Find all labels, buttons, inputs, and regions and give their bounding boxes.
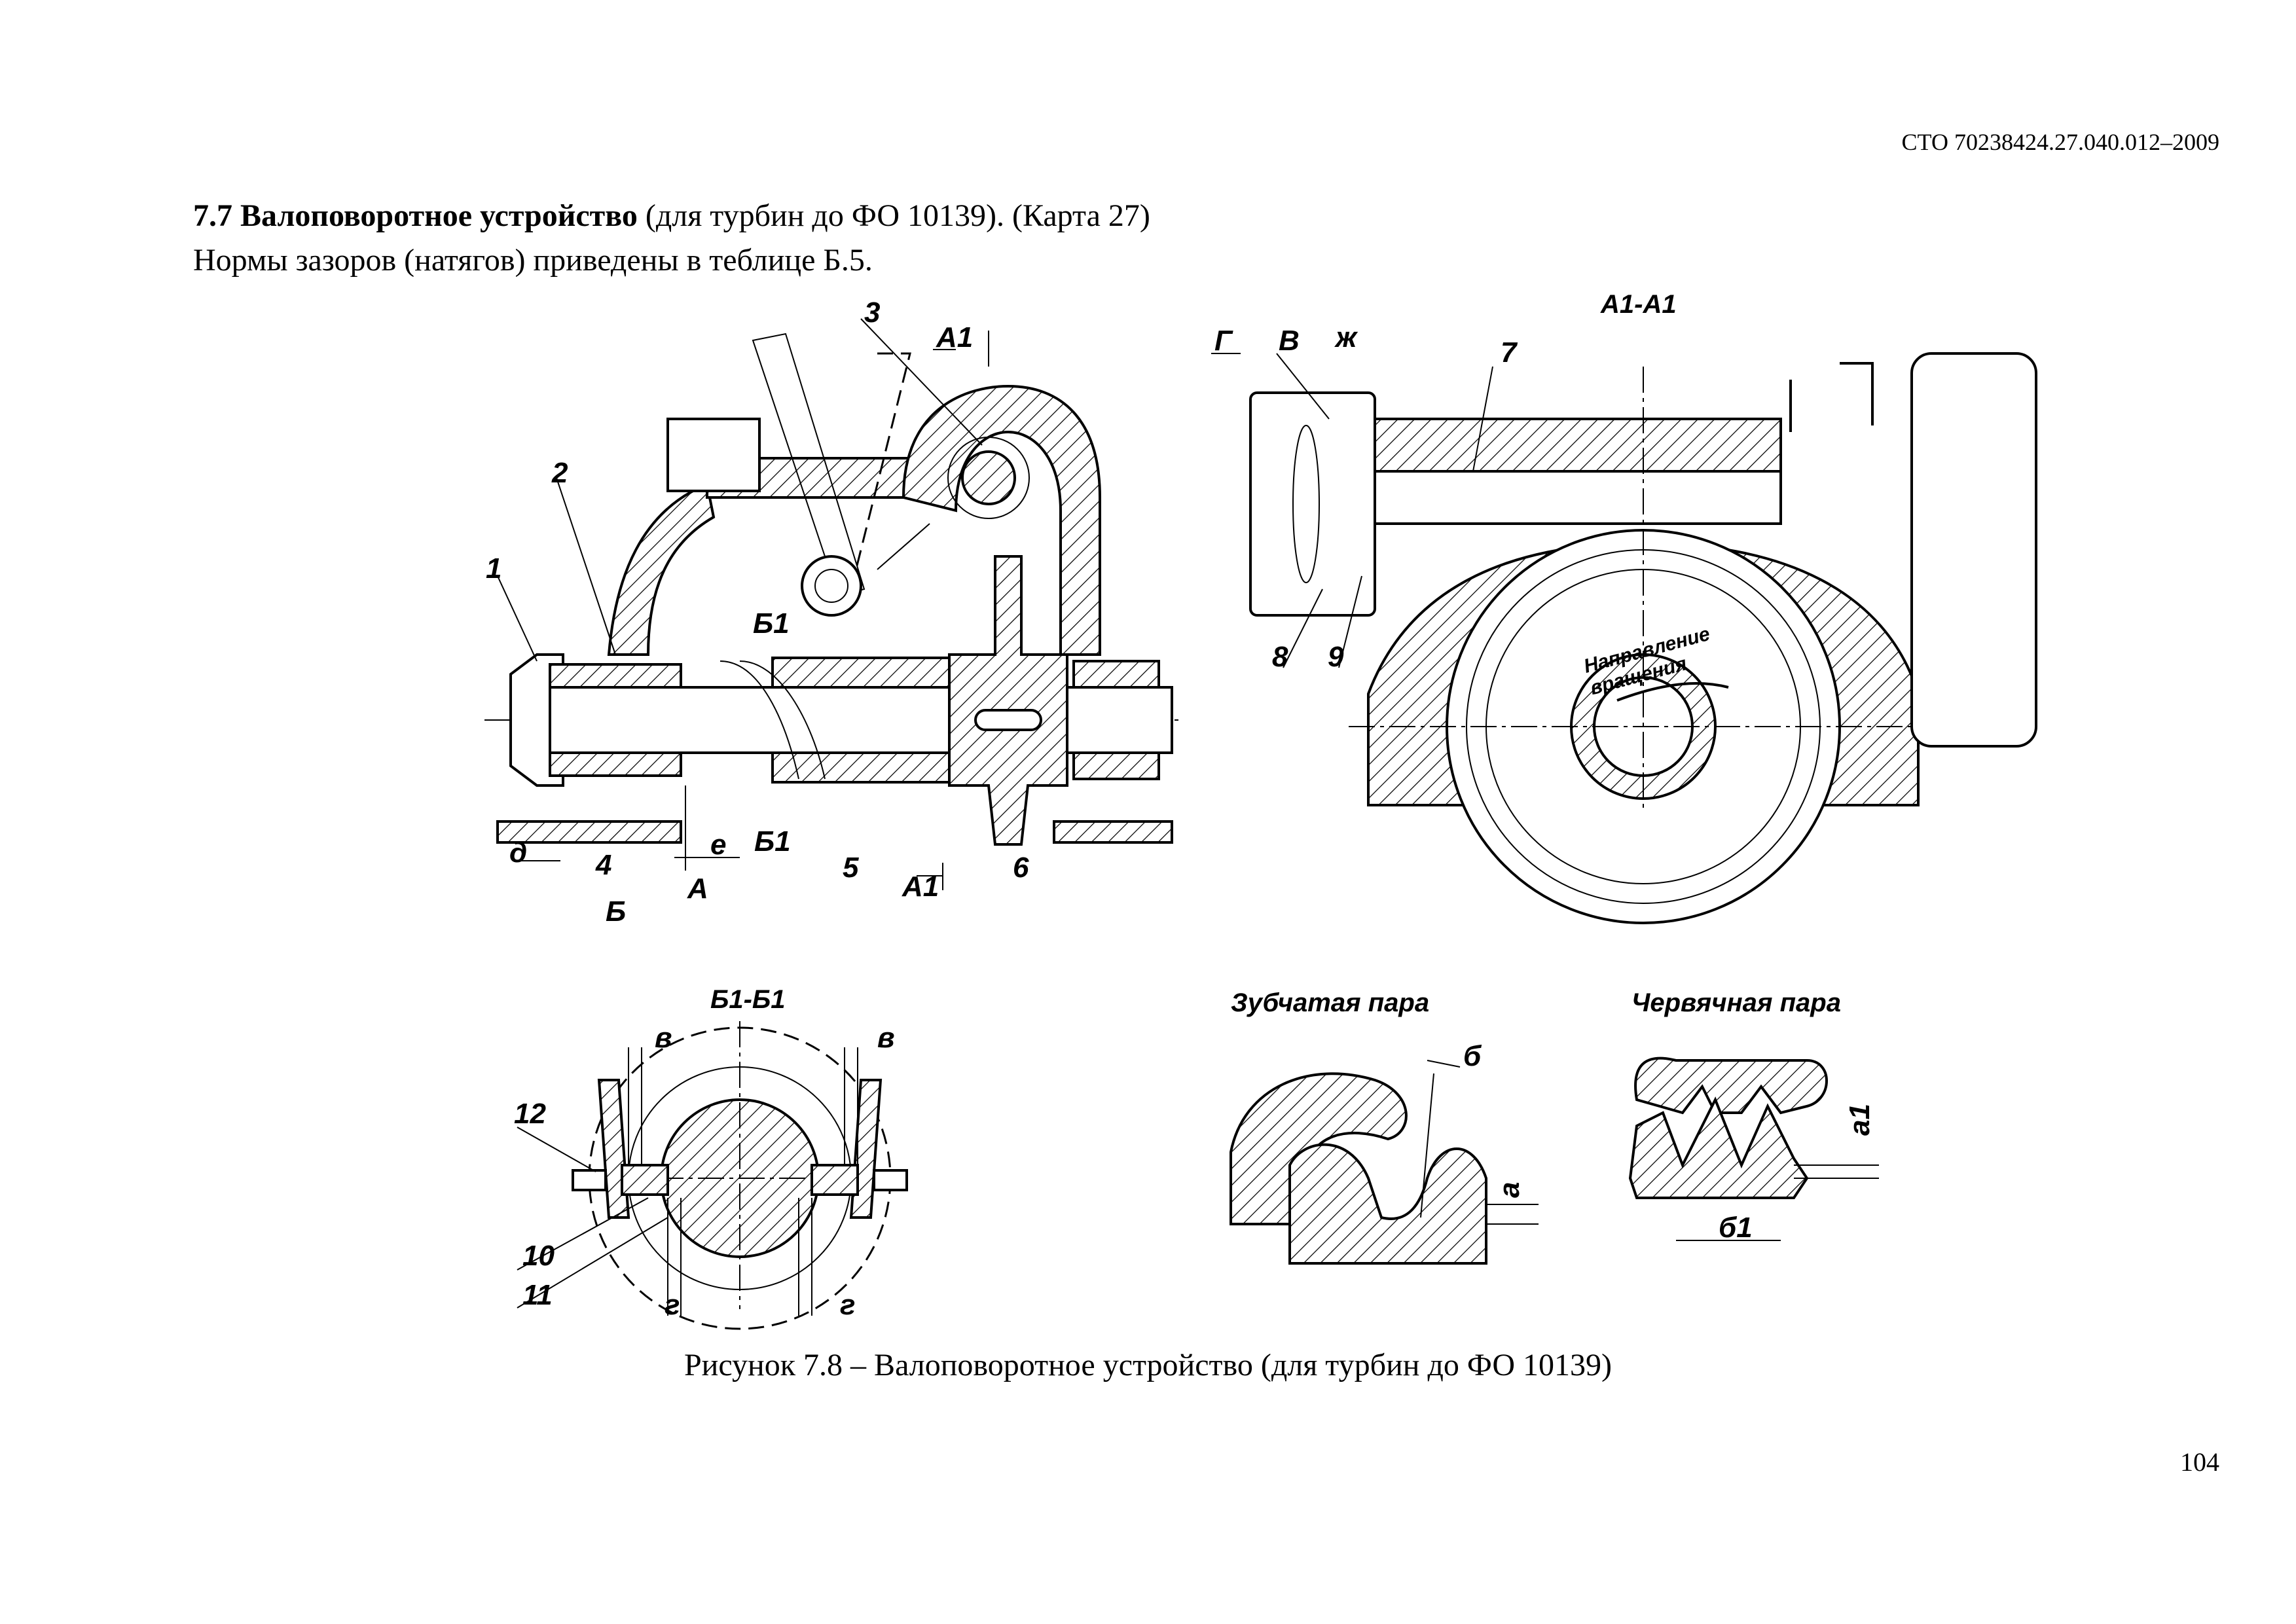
worm-pair-detail <box>1628 1056 1879 1241</box>
label-3: 3 <box>864 297 880 329</box>
gear-pair-title: Зубчатая пара <box>1231 988 1429 1017</box>
section-title: 7.7 Валоповоротное устройство <box>193 198 638 233</box>
main-assembly-view <box>484 318 1178 890</box>
section-title-rest: (для турбин до ФО 10139). (Карта 27) <box>637 198 1150 233</box>
gap-g-right: г <box>840 1289 855 1321</box>
gap-v-right: в <box>877 1022 895 1054</box>
section-heading: 7.7 Валоповоротное устройство (для турби… <box>193 198 1150 234</box>
gap-a1-worm: а1 <box>1844 1104 1876 1136</box>
section-mark-b1-bottom: Б1 <box>754 825 791 857</box>
section-b1-view <box>517 1021 908 1330</box>
section-b1-title: Б1-Б1 <box>710 985 785 1014</box>
gap-b: Б <box>606 895 626 928</box>
document-code: СТО 70238424.27.040.012–2009 <box>1901 129 2219 155</box>
gap-a: А <box>687 873 708 905</box>
section-mark-a1-top: А1 <box>936 321 973 353</box>
drawing-labels: 3 А1 2 1 Б1 д е Б1 4 5 6 А А1 Б А1-А1 Г … <box>486 290 1876 1321</box>
figure-caption: Рисунок 7.8 – Валоповоротное устройство … <box>683 1348 1613 1382</box>
section-note: Нормы зазоров (натягов) приведены в тебл… <box>193 243 873 278</box>
label-v: В <box>1279 325 1300 357</box>
label-zh: ж <box>1334 321 1358 353</box>
gap-v-left: в <box>655 1022 672 1054</box>
gap-e: е <box>710 829 726 861</box>
gap-b1-worm: б1 <box>1719 1212 1753 1244</box>
label-12: 12 <box>514 1098 546 1130</box>
gear-pair-detail <box>1230 1060 1539 1265</box>
section-a1-view: Направление вращения <box>1211 352 2037 924</box>
label-2: 2 <box>551 457 568 489</box>
gap-d: д <box>509 837 527 869</box>
section-mark-a1-bottom: А1 <box>902 871 939 903</box>
gap-b-gear: б <box>1463 1040 1482 1072</box>
rotation-arrow-icon <box>1616 682 1729 702</box>
gap-a-gear: а <box>1493 1182 1525 1198</box>
gap-g-left: г <box>665 1289 680 1321</box>
section-mark-b1-top: Б1 <box>753 607 790 640</box>
label-4: 4 <box>595 849 611 881</box>
section-a1-title: А1-А1 <box>1600 290 1677 319</box>
label-9: 9 <box>1328 641 1344 673</box>
label-1: 1 <box>486 552 501 585</box>
label-7: 7 <box>1501 336 1518 369</box>
label-g: Г <box>1214 325 1233 357</box>
label-10: 10 <box>522 1240 555 1272</box>
label-5: 5 <box>843 852 859 884</box>
worm-pair-title: Червячная пара <box>1631 988 1841 1017</box>
label-11: 11 <box>522 1279 553 1311</box>
label-6: 6 <box>1013 852 1029 884</box>
label-8: 8 <box>1272 641 1288 673</box>
page-number: 104 <box>2180 1447 2219 1477</box>
